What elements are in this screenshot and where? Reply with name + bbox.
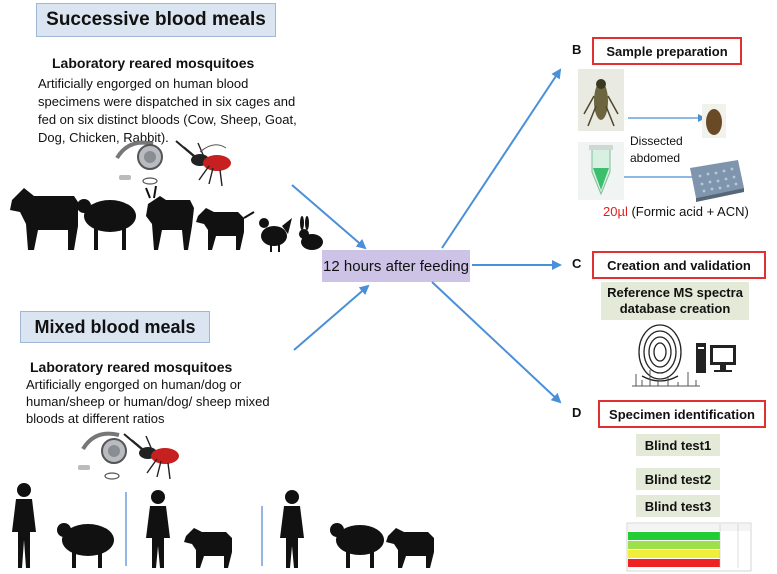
mixed-subtitle: Laboratory reared mosquitoes bbox=[30, 359, 233, 375]
dog-icon-3 bbox=[386, 528, 434, 568]
mixed-title: Mixed blood meals bbox=[20, 311, 210, 343]
dissect-label: Dissected abdomed bbox=[630, 134, 683, 165]
sheep-icon-2 bbox=[57, 523, 114, 568]
volume-text: 20µl bbox=[603, 204, 628, 219]
human-icon-1 bbox=[12, 483, 36, 568]
mosquito-photo-image bbox=[578, 69, 624, 131]
fingerprint-icon bbox=[638, 324, 682, 382]
center-label: 12 hours after feeding bbox=[322, 250, 470, 282]
results-table-thumbnail bbox=[626, 522, 752, 572]
reagent-line: 20µl (Formic acid + ACN) bbox=[603, 204, 749, 219]
flow-arrows bbox=[291, 68, 706, 404]
section-c-letter: C bbox=[572, 256, 582, 271]
section-d-title: Specimen identification bbox=[598, 400, 766, 428]
section-b-letter: B bbox=[572, 42, 582, 57]
maldi-plate-icon bbox=[690, 160, 744, 202]
arrow-to-d bbox=[431, 281, 562, 404]
blind-test-1: Blind test1 bbox=[636, 434, 720, 456]
tube-icon bbox=[578, 142, 624, 200]
successive-subtitle: Laboratory reared mosquitoes bbox=[52, 55, 255, 71]
sheep-icon bbox=[77, 199, 136, 250]
reagent-text: (Formic acid + ACN) bbox=[627, 204, 749, 219]
animal-silhouettes bbox=[10, 185, 323, 252]
successive-description: Artificially engorged on human blood spe… bbox=[38, 76, 297, 145]
blind-test-3: Blind test3 bbox=[636, 495, 720, 517]
mixed-description: Artificially engorged on human/dog or hu… bbox=[26, 377, 270, 426]
human-icon-3 bbox=[280, 490, 304, 568]
section-c-title: Creation and validation bbox=[592, 251, 766, 279]
spectrum-icon bbox=[632, 370, 700, 387]
computer-icon bbox=[696, 343, 736, 373]
feeder-icon bbox=[115, 140, 163, 185]
feeder-icon-2 bbox=[78, 431, 127, 480]
arrow-to-b bbox=[441, 68, 562, 249]
mosquito-icon bbox=[175, 140, 231, 187]
section-b-title: Sample preparation bbox=[592, 37, 742, 65]
arrow-top-to-center bbox=[291, 184, 367, 250]
rabbit-icon bbox=[299, 216, 323, 250]
reference-db-box: Reference MS spectra database creation bbox=[601, 282, 749, 320]
chicken-icon bbox=[259, 218, 292, 252]
cow-icon bbox=[10, 188, 78, 250]
arrow-bottom-to-center bbox=[293, 284, 370, 351]
mixed-silhouettes bbox=[12, 483, 434, 568]
blind-test-2: Blind test2 bbox=[636, 468, 720, 490]
human-icon-2 bbox=[146, 490, 170, 568]
sheep-icon-3 bbox=[330, 523, 384, 568]
successive-title: Successive blood meals bbox=[36, 3, 276, 37]
dog-icon bbox=[196, 208, 255, 250]
section-d-letter: D bbox=[572, 405, 582, 420]
abdomen-photo-image bbox=[702, 104, 726, 138]
goat-icon bbox=[145, 185, 194, 250]
mosquito-icon-2 bbox=[123, 433, 179, 480]
dog-icon-2 bbox=[184, 528, 232, 568]
